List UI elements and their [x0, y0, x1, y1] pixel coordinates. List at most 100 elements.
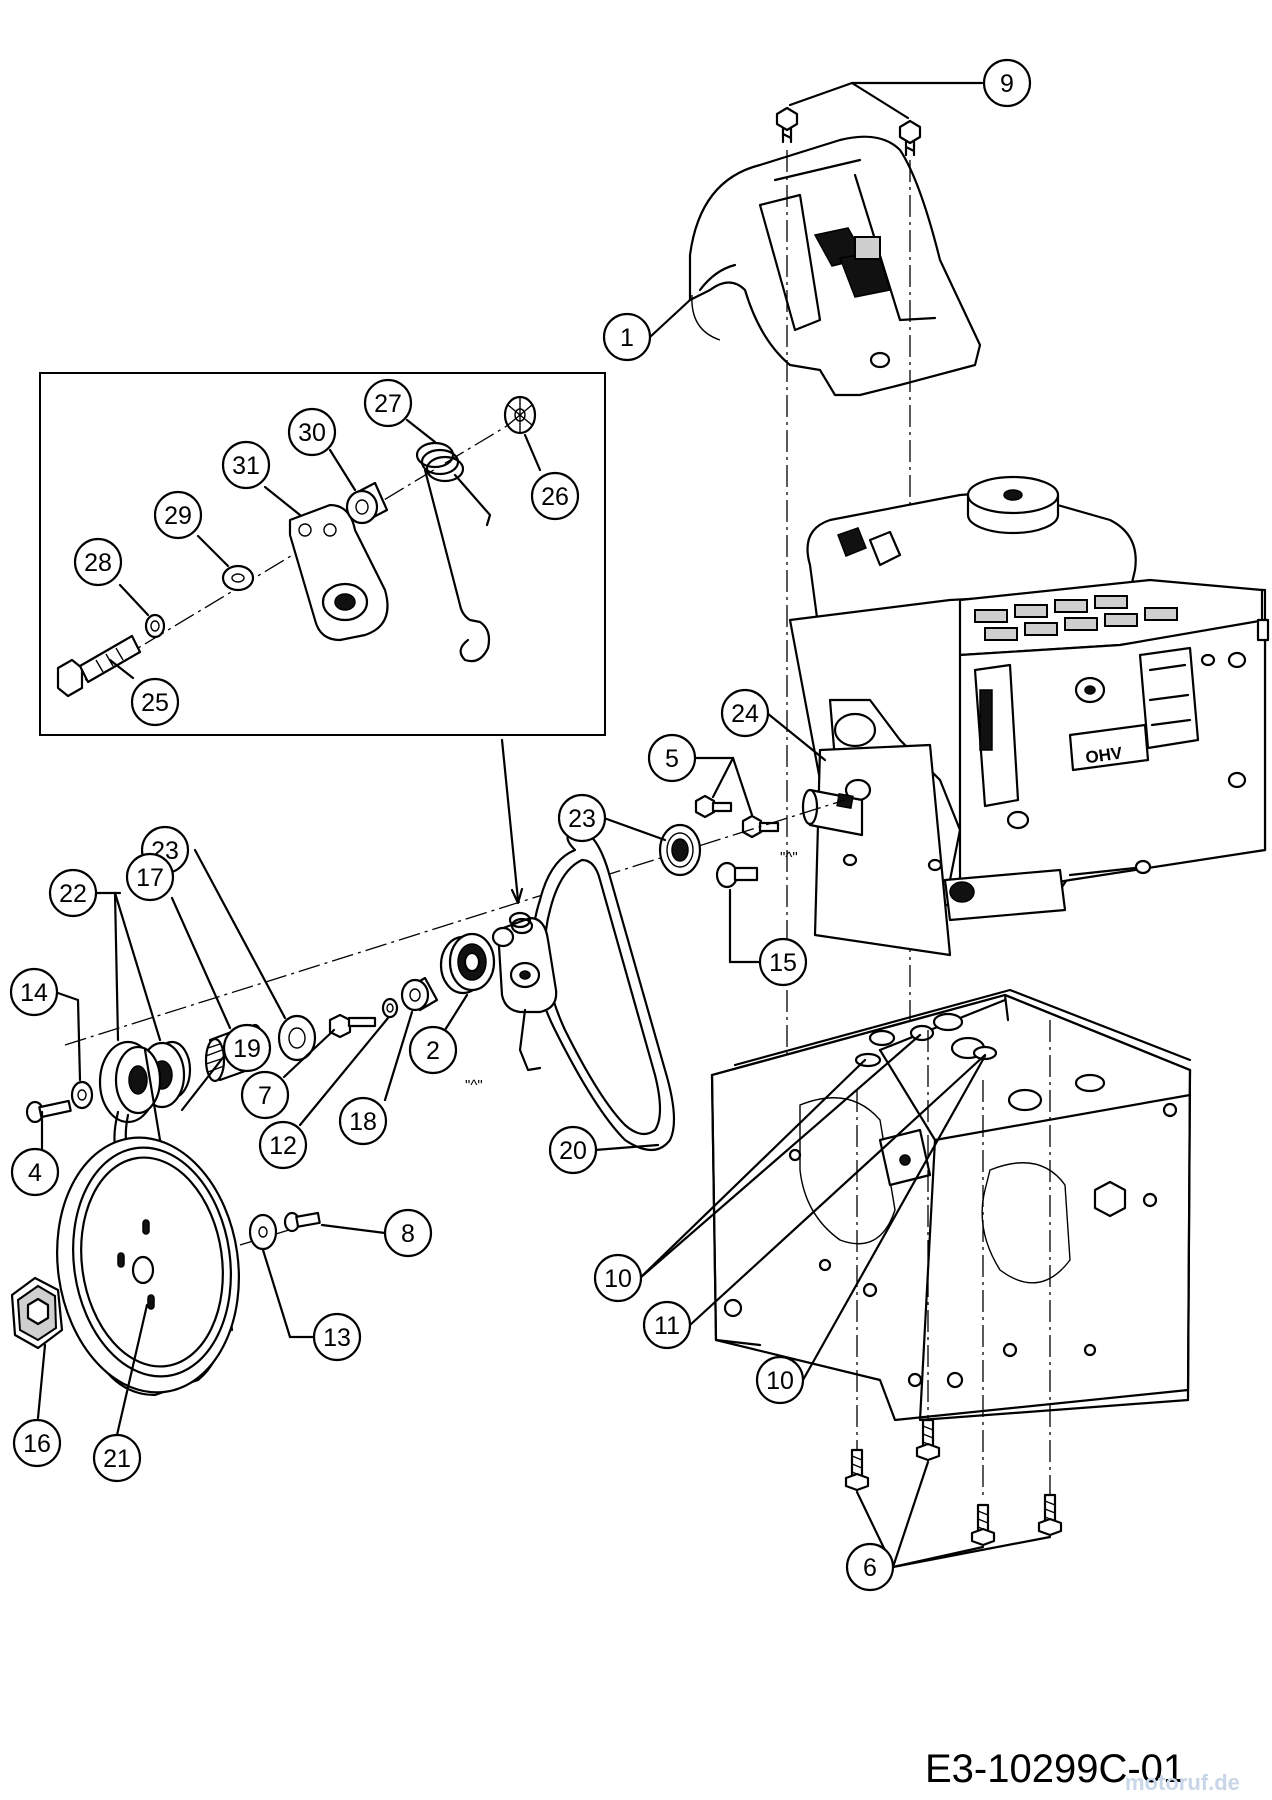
washer-part-23-engine [658, 823, 702, 877]
svg-text:5: 5 [665, 745, 679, 773]
callout-29: 29 [153, 490, 203, 540]
idler-arm-part-31 [288, 503, 389, 642]
callout-7: 7 [240, 1070, 290, 1120]
bolts-part-6 [844, 1418, 1063, 1547]
svg-text:26: 26 [541, 483, 569, 511]
callout-bubbles: 1 9 27 30 26 31 29 28 25 24 5 23 23 15 2… [9, 58, 1032, 1592]
svg-text:18: 18 [349, 1108, 377, 1136]
bolt-part-25 [56, 634, 142, 698]
idler-mounted [491, 911, 558, 1072]
pushnut-part-26 [503, 395, 537, 435]
svg-text:2: 2 [426, 1037, 440, 1065]
centerline-main [64, 799, 846, 1046]
svg-text:11: 11 [654, 1312, 680, 1340]
bolt-part-15 [715, 861, 759, 889]
callout-20: 20 [548, 1125, 598, 1175]
auger-pulley-part-21 [56, 1136, 240, 1394]
svg-text:16: 16 [23, 1430, 51, 1458]
spring-part-27 [415, 441, 492, 663]
callout-10-lower: 10 [755, 1355, 805, 1405]
svg-text:19: 19 [233, 1035, 261, 1063]
svg-text:14: 14 [20, 979, 48, 1007]
engine-vents [974, 595, 1178, 641]
svg-text:7: 7 [258, 1082, 272, 1110]
svg-text:10: 10 [604, 1265, 632, 1293]
washer-part-23-pulley [277, 1014, 317, 1062]
washer-part-13 [248, 1213, 278, 1251]
reference-mark-upper: "^" [780, 849, 798, 866]
callout-12: 12 [258, 1120, 308, 1170]
callout-28: 28 [73, 537, 123, 587]
callout-4: 4 [10, 1147, 60, 1197]
washer-part-12 [381, 997, 399, 1019]
callout-25: 25 [130, 677, 180, 727]
washer-part-14 [70, 1080, 94, 1110]
callout-22: 22 [48, 868, 98, 918]
bolt-part-8 [283, 1211, 321, 1233]
svg-text:29: 29 [164, 502, 192, 530]
callout-6: 6 [845, 1542, 895, 1592]
svg-text:4: 4 [28, 1159, 42, 1187]
svg-text:12: 12 [269, 1132, 297, 1160]
callout-30: 30 [287, 407, 337, 457]
hex-adapter-part-16 [10, 1276, 64, 1350]
engine-shroud-part-1 [688, 135, 982, 397]
callout-2: 2 [408, 1025, 458, 1075]
drawing-code: E3-10299C-01 [925, 1747, 1185, 1791]
callout-14: 14 [9, 967, 59, 1017]
svg-text:15: 15 [769, 949, 797, 977]
callout-19: 19 [222, 1023, 272, 1073]
lockwasher-part-28 [144, 613, 166, 639]
svg-text:30: 30 [298, 419, 326, 447]
svg-text:24: 24 [731, 700, 759, 728]
reference-mark-lower: "^" [465, 1077, 483, 1094]
svg-text:31: 31 [232, 452, 260, 480]
watermark: motoruf.de [1125, 1770, 1240, 1795]
inset-leader [500, 738, 520, 902]
callout-23-engine: 23 [557, 793, 607, 843]
callout-11: 11 [642, 1300, 692, 1350]
callout-26: 26 [530, 471, 580, 521]
washer-part-29 [221, 564, 255, 592]
callout-18: 18 [338, 1096, 388, 1146]
callout-5: 5 [647, 733, 697, 783]
svg-text:23: 23 [568, 805, 596, 833]
bolt-part-4 [25, 1099, 72, 1124]
svg-text:10: 10 [766, 1367, 794, 1395]
callout-24: 24 [720, 688, 770, 738]
svg-text:8: 8 [401, 1220, 415, 1248]
callout-17: 17 [125, 852, 175, 902]
idler-pulley-part-2 [439, 932, 496, 995]
spacer-part-18 [400, 976, 439, 1012]
callout-16: 16 [12, 1418, 62, 1468]
svg-text:20: 20 [559, 1137, 587, 1165]
spacer-part-30 [345, 481, 389, 525]
frame [710, 988, 1192, 1422]
screws-part-9 [775, 106, 922, 157]
engine-plate-part-24 [801, 743, 952, 957]
bolts-part-5 [694, 794, 780, 839]
svg-text:27: 27 [374, 390, 402, 418]
callout-8: 8 [383, 1208, 433, 1258]
callout-9: 9 [982, 58, 1032, 108]
callout-13: 13 [312, 1312, 362, 1362]
svg-text:1: 1 [620, 324, 634, 352]
svg-text:25: 25 [141, 689, 169, 717]
detail-inset-box [39, 372, 606, 736]
callout-31: 31 [221, 440, 271, 490]
bolt-part-7 [328, 1013, 377, 1039]
svg-text:22: 22 [59, 880, 87, 908]
svg-text:13: 13 [323, 1324, 351, 1352]
callout-21: 21 [92, 1433, 142, 1483]
leader-lines [36, 81, 1052, 1569]
svg-text:9: 9 [1000, 70, 1014, 98]
svg-text:21: 21 [103, 1445, 131, 1473]
callout-10-upper: 10 [593, 1253, 643, 1303]
callout-1: 1 [602, 312, 652, 362]
callout-27: 27 [363, 378, 413, 428]
svg-text:17: 17 [136, 864, 164, 892]
callout-15: 15 [758, 937, 808, 987]
svg-text:28: 28 [84, 549, 112, 577]
svg-text:6: 6 [863, 1554, 877, 1582]
